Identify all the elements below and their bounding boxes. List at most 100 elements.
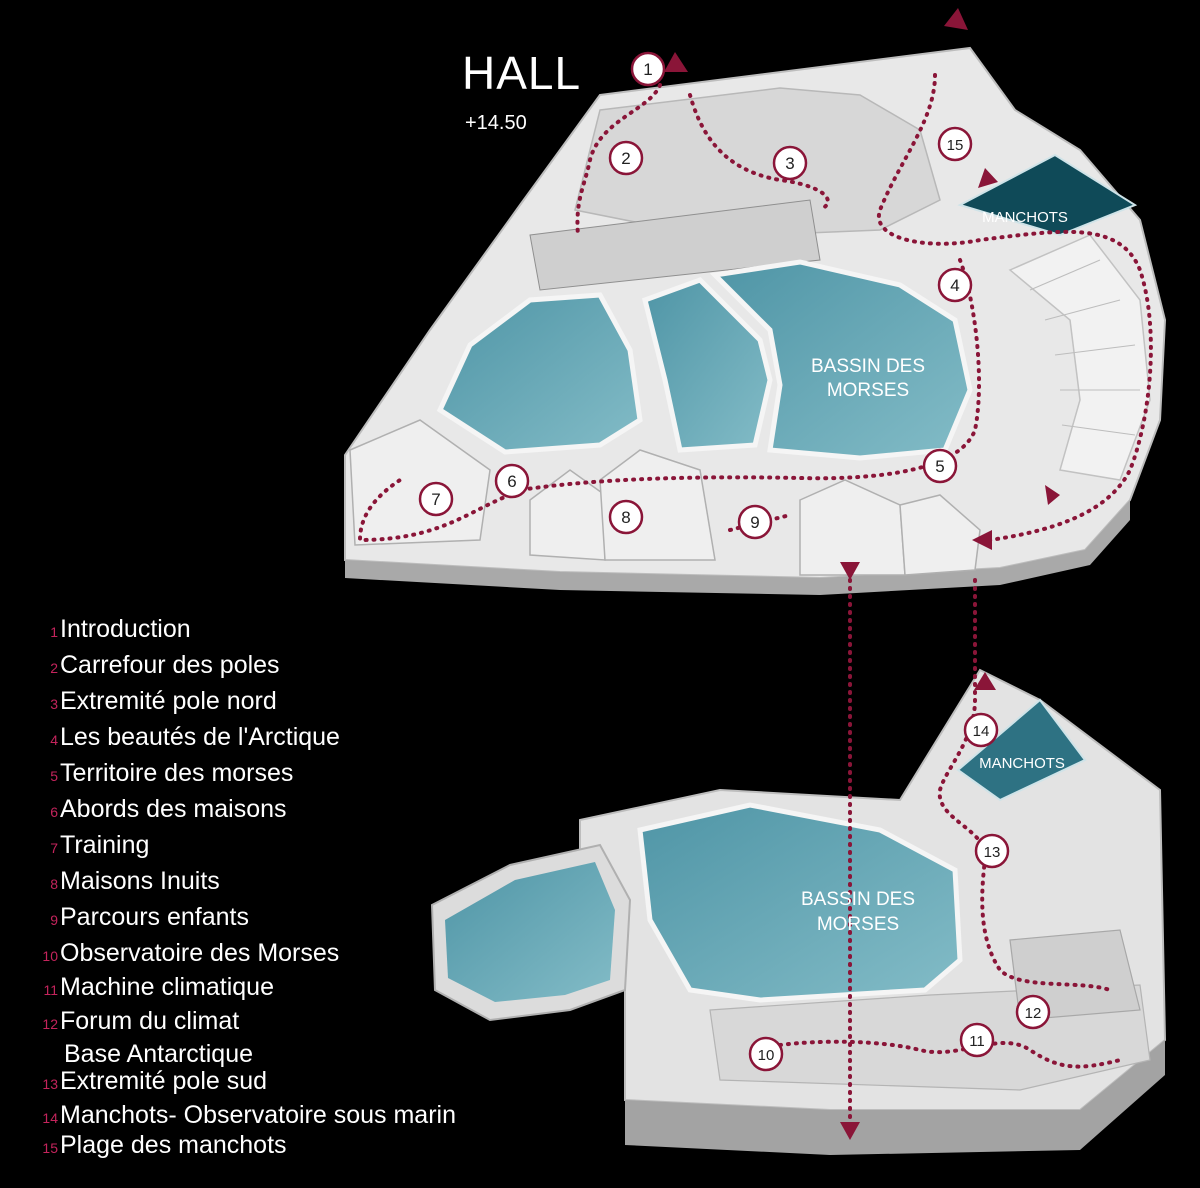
- legend-label: Maisons Inuits: [60, 867, 220, 895]
- bassin-lower-line2: MORSES: [817, 914, 899, 935]
- legend-label: Abords des maisons: [60, 795, 287, 823]
- legend-number: 5: [50, 768, 58, 784]
- legend-label: Observatoire des Morses: [60, 939, 340, 967]
- upper-amphitheatre: [1008, 234, 1151, 481]
- marker-label: 3: [785, 154, 794, 173]
- legend-number: 15: [42, 1140, 58, 1156]
- marker-3: 3: [772, 145, 808, 181]
- lower-slab-edge: [625, 1040, 1165, 1155]
- bassin-lower-line1: BASSIN DES: [801, 889, 915, 910]
- legend-label: Training: [60, 831, 150, 859]
- arrow-down-9: [840, 562, 860, 580]
- legend-item: 13Extremité pole sud: [40, 1066, 267, 1099]
- marker-label: 10: [758, 1047, 775, 1064]
- lower-manchots-tank: [956, 698, 1087, 802]
- marker-label: 9: [750, 513, 759, 532]
- marker-circle: [418, 481, 454, 517]
- legend-number: 13: [42, 1076, 58, 1092]
- legend-item: 11Machine climatique: [40, 972, 274, 1005]
- hall-title: HALL: [462, 47, 582, 99]
- upper-pool-middle: [642, 277, 773, 453]
- marker-8: 8: [608, 499, 644, 535]
- marker-10: 10: [748, 1036, 784, 1072]
- zone-labels: BASSIN DES MORSES BASSIN DES MORSES MANC…: [801, 209, 1068, 935]
- marker-label: 11: [969, 1033, 985, 1050]
- arrow-right: [1045, 485, 1060, 505]
- marker-11: 11: [959, 1022, 995, 1058]
- legend-item: 1Introduction: [40, 614, 190, 647]
- manchots-lower-label: MANCHOTS: [979, 755, 1065, 772]
- marker-label: 5: [935, 457, 944, 476]
- marker-label: 13: [984, 844, 1001, 861]
- upper-rockwork: [529, 199, 821, 291]
- legend-label: Forum du climat: [60, 1007, 240, 1035]
- amphitheatre-steps: [1029, 259, 1140, 436]
- marker-15: 15: [937, 126, 973, 162]
- legend-item: 9Parcours enfants: [40, 902, 249, 935]
- legend-number: 9: [50, 912, 58, 928]
- arrow-up-14: [974, 672, 996, 690]
- arrow-return: [972, 530, 992, 550]
- marker-circle: [630, 51, 666, 87]
- marker-circle: [494, 463, 530, 499]
- upper-hall-block: [574, 87, 941, 236]
- legend-label: Machine climatique: [60, 973, 274, 1001]
- marker-label: 1: [643, 60, 652, 79]
- marker-label: 4: [950, 276, 959, 295]
- legend-number: 2: [50, 660, 58, 676]
- marker-label: 6: [507, 472, 516, 491]
- marker-13: 13: [974, 833, 1010, 869]
- legend-label: Manchots- Observatoire sous marin: [60, 1101, 456, 1129]
- legend-item: 10Observatoire des Morses: [40, 938, 339, 971]
- legend-item: 7Training: [40, 830, 149, 863]
- marker-circle: [959, 1022, 995, 1058]
- legend-item: 14Manchots- Observatoire sous marin: [40, 1100, 456, 1133]
- legend-number: 6: [50, 804, 58, 820]
- marker-circle: [1015, 994, 1051, 1030]
- legend-label: Plage des manchots: [60, 1131, 287, 1159]
- marker-label: 7: [431, 490, 440, 509]
- legend-number: 3: [50, 696, 58, 712]
- legend-label: Carrefour des poles: [60, 651, 280, 679]
- arrow-down-exit: [840, 1122, 860, 1140]
- legend-label: Extremité pole nord: [60, 687, 277, 715]
- arrow-up-exit: [944, 8, 968, 30]
- legend-label: Territoire des morses: [60, 759, 294, 787]
- legend-number: 11: [43, 982, 58, 998]
- upper-pool-left: [436, 292, 643, 455]
- legend-item: 5Territoire des morses: [40, 758, 293, 791]
- legend-number: 7: [50, 840, 58, 856]
- legend-number: 8: [50, 876, 58, 892]
- legend-label: Parcours enfants: [60, 903, 249, 931]
- legend-item: 6Abords des maisons: [40, 794, 287, 827]
- legend-label: Extremité pole sud: [60, 1067, 268, 1095]
- marker-label: 2: [621, 149, 630, 168]
- route-arrows: [664, 8, 1060, 1140]
- marker-12: 12: [1015, 994, 1051, 1030]
- marker-circle: [748, 1036, 784, 1072]
- legend-item: 2Carrefour des poles: [40, 650, 280, 683]
- lower-pool-bassin: [637, 802, 963, 1003]
- marker-9: 9: [737, 504, 773, 540]
- marker-label: 12: [1025, 1005, 1042, 1022]
- marker-5: 5: [922, 448, 958, 484]
- marker-circle: [974, 833, 1010, 869]
- marker-label: 15: [947, 137, 964, 154]
- lower-left-pool: [445, 862, 615, 1002]
- upper-slab-edge: [345, 500, 1130, 595]
- marker-circle: [772, 145, 808, 181]
- legend-item: 3Extremité pole nord: [40, 686, 277, 719]
- legend-item: 15Plage des manchots: [40, 1130, 287, 1163]
- marker-circle: [608, 499, 644, 535]
- bassin-upper-line1: BASSIN DES: [811, 356, 925, 377]
- legend-number: 10: [42, 948, 58, 964]
- legend-number: 1: [50, 624, 58, 640]
- arrow-up-1: [664, 52, 688, 72]
- legend-number: 4: [50, 732, 58, 748]
- marker-14: 14: [963, 712, 999, 748]
- marker-circle: [937, 267, 973, 303]
- legend-item: 4Les beautés de l'Arctique: [40, 722, 340, 755]
